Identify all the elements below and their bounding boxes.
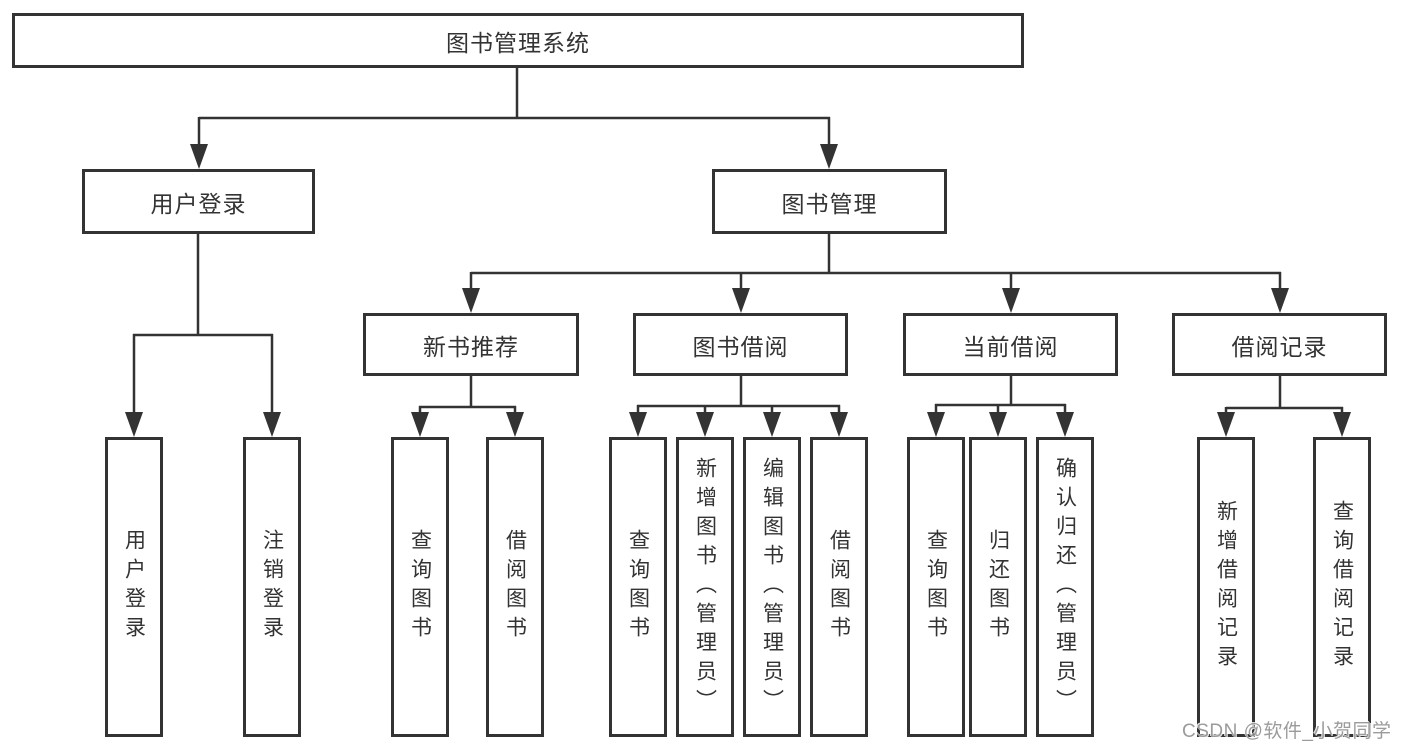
node-root-label: 图书管理系统 bbox=[446, 29, 590, 56]
node-label: 借阅记录 bbox=[1231, 333, 1328, 360]
leaf-query-books-current: 查询图书 bbox=[907, 437, 965, 737]
node-root: 图书管理系统 bbox=[12, 13, 1024, 68]
leaf-label: 查询借阅记录 bbox=[1330, 500, 1354, 674]
node-borrow-records: 借阅记录 bbox=[1172, 313, 1387, 376]
node-current-borrow: 当前借阅 bbox=[903, 313, 1118, 376]
leaf-return-book: 归还图书 bbox=[969, 437, 1027, 737]
node-label: 当前借阅 bbox=[962, 333, 1059, 360]
leaf-confirm-return-admin: 确认归还（管理员） bbox=[1036, 437, 1094, 737]
leaf-label: 查询图书 bbox=[626, 529, 650, 645]
node-book-borrow: 图书借阅 bbox=[633, 313, 848, 376]
leaf-query-books-recommend: 查询图书 bbox=[391, 437, 449, 737]
leaf-label: 新增借阅记录 bbox=[1214, 500, 1238, 674]
leaf-add-book-admin: 新增图书（管理员） bbox=[676, 437, 734, 737]
leaf-label: 归还图书 bbox=[986, 529, 1010, 645]
leaf-logout: 注销登录 bbox=[243, 437, 301, 737]
node-book-management: 图书管理 bbox=[712, 169, 947, 234]
node-label: 新书推荐 bbox=[423, 333, 519, 360]
leaf-label: 注销登录 bbox=[260, 529, 284, 645]
leaf-add-borrow-record: 新增借阅记录 bbox=[1197, 437, 1255, 737]
leaf-label: 确认归还（管理员） bbox=[1053, 456, 1077, 718]
leaf-borrow-books: 借阅图书 bbox=[810, 437, 868, 737]
leaf-label: 查询图书 bbox=[408, 529, 432, 645]
leaf-query-books-borrow: 查询图书 bbox=[609, 437, 667, 737]
node-label: 用户登录 bbox=[150, 190, 247, 217]
leaf-label: 借阅图书 bbox=[827, 529, 851, 645]
leaf-label: 借阅图书 bbox=[503, 529, 527, 645]
leaf-query-borrow-record: 查询借阅记录 bbox=[1313, 437, 1371, 737]
leaf-label: 用户登录 bbox=[122, 529, 146, 645]
leaf-borrow-books-recommend: 借阅图书 bbox=[486, 437, 544, 737]
node-new-book-recommend: 新书推荐 bbox=[363, 313, 579, 376]
leaf-edit-book-admin: 编辑图书（管理员） bbox=[743, 437, 801, 737]
leaf-user-login: 用户登录 bbox=[105, 437, 163, 737]
node-user-login: 用户登录 bbox=[82, 169, 315, 234]
csdn-watermark: CSDN @软件_小贺同学 bbox=[1182, 721, 1392, 742]
leaf-label: 新增图书（管理员） bbox=[693, 456, 717, 718]
leaf-label: 编辑图书（管理员） bbox=[760, 456, 784, 718]
node-label: 图书管理 bbox=[781, 190, 878, 217]
node-label: 图书借阅 bbox=[692, 333, 789, 360]
leaf-label: 查询图书 bbox=[924, 529, 948, 645]
